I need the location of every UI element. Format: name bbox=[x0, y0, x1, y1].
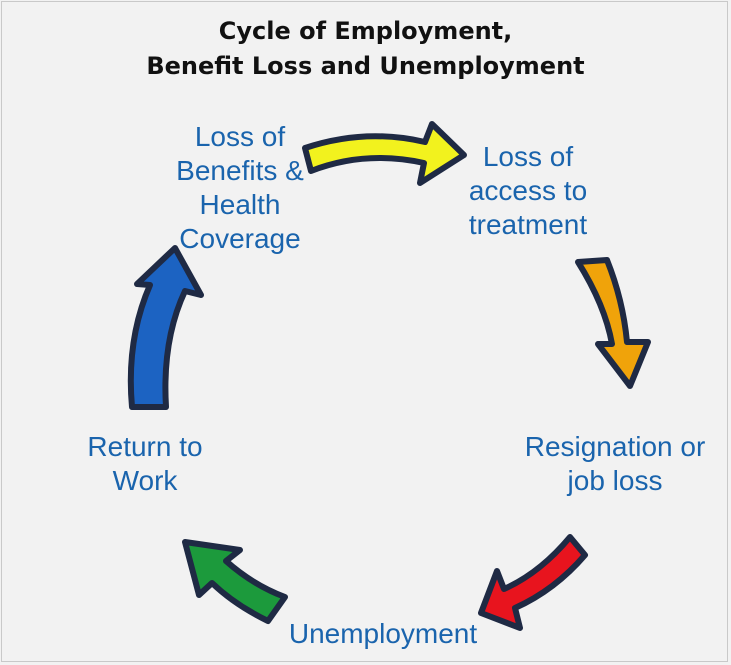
arrow-blue-shape bbox=[127, 245, 204, 410]
arrow-red bbox=[478, 534, 588, 631]
arrow-yellow-shape bbox=[302, 121, 467, 186]
node-return-to-work: Return to Work bbox=[87, 431, 203, 496]
arrow-orange-shape bbox=[575, 257, 651, 389]
node-resignation: Resignation or job loss bbox=[524, 431, 706, 496]
title-line-1: Cycle of Employment, bbox=[218, 17, 513, 45]
arrow-green-shape bbox=[182, 539, 288, 624]
title-line-2: Benefit Loss and Unemployment bbox=[146, 52, 585, 80]
arrow-yellow bbox=[302, 121, 467, 186]
arrow-red-shape bbox=[478, 534, 588, 631]
node-loss-of-access: Loss of access to treatment bbox=[468, 141, 588, 240]
node-loss-of-benefits: Loss of Benefits & Health Coverage bbox=[176, 121, 304, 254]
arrow-green bbox=[182, 539, 288, 624]
arrow-orange bbox=[575, 257, 651, 389]
arrow-blue bbox=[127, 245, 204, 410]
node-unemployment: Unemployment bbox=[288, 618, 478, 649]
diagram-title: Cycle of Employment, Benefit Loss and Un… bbox=[0, 14, 731, 84]
